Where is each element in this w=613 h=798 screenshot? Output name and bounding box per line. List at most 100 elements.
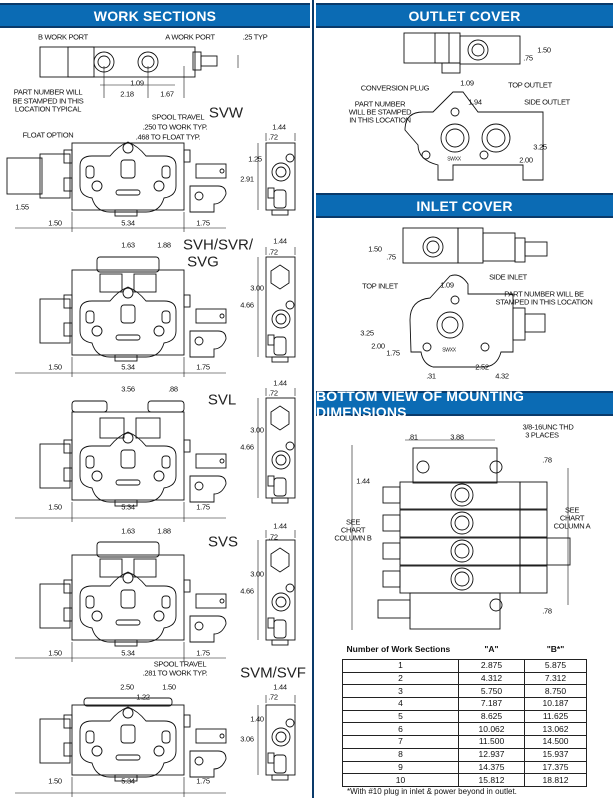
- bolt-head: [183, 439, 191, 453]
- inlet-cover-outline: [409, 274, 514, 368]
- spool-bracket: [189, 475, 227, 503]
- solenoid: [39, 298, 71, 344]
- section-title: SVS: [207, 533, 239, 551]
- callout-label: LOCATION TYPICAL: [14, 104, 82, 114]
- dimension-label: .25 TYP: [242, 32, 268, 42]
- bolt-head: [267, 334, 275, 346]
- port-boss: [83, 697, 173, 707]
- sections-cell: 3: [342, 684, 459, 699]
- callout-label: TOP OUTLET: [508, 80, 552, 90]
- port-boss: [147, 400, 185, 413]
- side-view-body: [265, 397, 296, 499]
- nut: [514, 237, 526, 263]
- dimension-label: 1.22: [136, 692, 150, 702]
- port-slot: [115, 754, 141, 761]
- outlet-block: [412, 447, 498, 484]
- sections-cell: 8: [342, 747, 459, 762]
- bolt-hole: [122, 142, 134, 154]
- sections-cell: 7: [342, 735, 459, 749]
- bottom-nub: [271, 639, 289, 646]
- port-slot: [161, 595, 171, 609]
- dimension-label: .31: [426, 371, 436, 381]
- outlet-solenoid: [403, 32, 450, 64]
- dimension-label: 3.00: [250, 425, 264, 435]
- spool-bracket: [189, 185, 227, 213]
- dimension-label: 1.50: [537, 45, 551, 55]
- bolt-hole: [450, 107, 460, 117]
- dimension-label: 1.75: [196, 218, 210, 228]
- dimension-label: 1.50: [48, 648, 62, 658]
- work-port-inner: [275, 454, 287, 466]
- dimension-label: 2.00: [519, 155, 533, 165]
- dimension-label: 4.66: [240, 586, 254, 596]
- dimension-label: 3.25: [533, 142, 547, 152]
- section-title: SVL: [207, 391, 237, 409]
- header-bottom-view: BOTTOM VIEW OF MOUNTING DIMENSIONS: [316, 388, 613, 420]
- callout-label: SPOOL TRAVEL: [151, 112, 205, 122]
- inlet-stem: [377, 599, 411, 619]
- solenoid: [519, 481, 548, 510]
- sections-cell: 4: [342, 697, 459, 711]
- section-title: SVM/SVF: [240, 664, 306, 682]
- mount-hole: [489, 598, 503, 612]
- bolt-head: [267, 617, 275, 629]
- work-section-bottom: [399, 565, 521, 594]
- dimension-label: 1.63: [121, 526, 135, 536]
- section-title: SVW: [208, 104, 244, 122]
- dimension-label: 1.50: [48, 502, 62, 512]
- spool-end: [195, 728, 227, 744]
- bracket-hole: [194, 336, 204, 346]
- bolt-hole: [450, 295, 460, 305]
- spool-bracket: [189, 615, 227, 643]
- bolt: [285, 153, 295, 163]
- dimension-label: 1.25: [248, 154, 262, 164]
- solenoid: [39, 583, 71, 629]
- port-slot: [115, 189, 141, 196]
- dimension-label: .88: [168, 384, 178, 394]
- callout-label: FLOAT OPTION: [22, 130, 74, 140]
- port-inner: [471, 43, 485, 57]
- port-slot: [120, 589, 136, 609]
- dimension-label: 3.06: [240, 734, 254, 744]
- callout-label: SIDE OUTLET: [524, 97, 570, 107]
- port-slot: [85, 165, 95, 179]
- column-a-cell: 7.187: [458, 697, 525, 711]
- dimension-label: 1.63: [121, 240, 135, 250]
- bracket-hole: [194, 621, 204, 631]
- dimension-label: 2.18: [120, 89, 134, 99]
- bottom-nub: [271, 209, 289, 216]
- outlet-section: [434, 32, 461, 64]
- mounting-plate: [79, 706, 177, 778]
- outlet-body: [459, 35, 521, 65]
- column-a-cell: 15.812: [458, 773, 525, 787]
- section-title: SVH/SVR/: [182, 236, 254, 254]
- nut: [512, 307, 526, 341]
- port-inner: [426, 240, 440, 254]
- inlet-block: [409, 592, 501, 630]
- top-inlet-port: [422, 236, 444, 258]
- column-a-cell: 8.625: [458, 709, 525, 724]
- sections-cell: 2: [342, 671, 459, 686]
- dimension-label: 1.88: [157, 526, 171, 536]
- sections-cell: 10: [342, 773, 459, 787]
- port-boss: [96, 256, 160, 273]
- bolt-head: [63, 322, 73, 337]
- callout-label: STAMPED IN THIS LOCATION: [495, 297, 593, 307]
- dimension-label: 5.34: [121, 502, 135, 512]
- dimension-label: 5.34: [121, 648, 135, 658]
- table-header-row: Number of Work Sections "A" "B*": [343, 643, 587, 660]
- dimension-label: 5.34: [121, 218, 135, 228]
- handle-clevis: [273, 189, 287, 209]
- callout-label: IN THIS LOCATION: [349, 115, 411, 125]
- bolt-head: [63, 714, 73, 729]
- callout-label: CHART: [559, 513, 585, 523]
- column-a-cell: 11.500: [458, 735, 525, 749]
- solenoid: [519, 565, 548, 594]
- callout-label: SWXX: [447, 156, 461, 163]
- mounting-plate: [79, 141, 177, 213]
- dimension-label: 5.34: [121, 776, 135, 786]
- sections-cell: 9: [342, 760, 459, 775]
